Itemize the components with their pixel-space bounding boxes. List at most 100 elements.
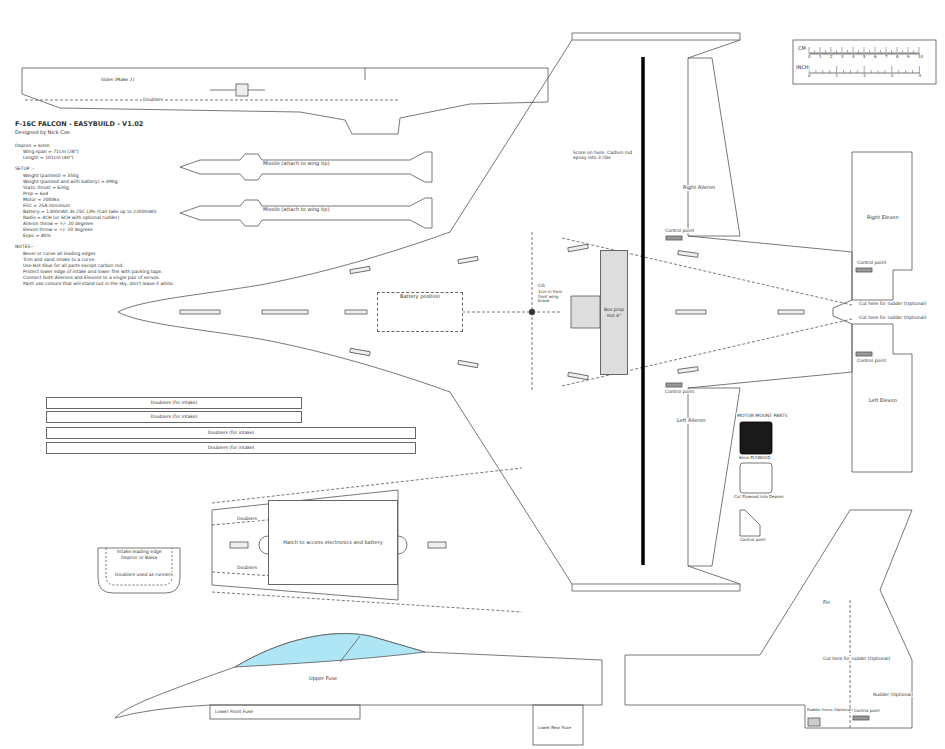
ruler-number: 6 [873,55,878,60]
ruler-tick [906,52,907,54]
part-label: Left Elevon [868,398,898,404]
ruler-tick [855,52,856,54]
part-label: MOTOR MOUNT PARTS [736,413,788,418]
ruler-number: 10 [917,55,924,60]
ruler-number: 0 [807,55,812,60]
ruler-tick [812,52,813,54]
lower-front-fuse [210,705,360,719]
ruler-tick [909,52,910,54]
part-label: CG [537,283,546,288]
ruler-tick [831,47,832,54]
part-text: Hatch to access electronics and battery [281,539,384,547]
ruler-number: 3 [840,55,845,60]
part-label: Control point [853,709,881,714]
missile-part [180,152,432,182]
prop-slot-tab [571,296,600,328]
ruler-tick [902,50,903,54]
upper-fuse [115,634,602,718]
doubler-strip: Doublers (for intake) [46,411,302,423]
ruler-tick [854,52,855,54]
part-label: Intake leading edge [116,549,163,554]
left-elevon [852,324,912,472]
ruler-tick [904,52,905,54]
plan-title: F-16C FALCON - EASYBUILD - V1.02 [14,121,144,128]
ruler-tick [898,52,899,54]
ruler-tick [846,52,847,54]
carbon-rod [641,57,645,565]
ruler-tick [843,52,844,54]
ruler-tick [853,47,854,54]
part-label: Fin [822,600,831,606]
ruler-number: 4 [851,55,856,60]
part-label: 6mm PLYWOOD [738,456,772,461]
ruler-ticks [809,47,919,73]
ruler-tick [899,52,900,54]
doubler-strip: Doublers (for intake) [46,442,416,454]
spec-line: SETUP :- [14,166,35,171]
rudder-horn [808,718,820,726]
ruler-tick [916,52,917,54]
ruler-tick [878,70,879,73]
part-label: Cut here for rudder (Optional) [858,315,927,320]
ruler-tick [912,52,913,54]
ruler-tick [814,50,815,54]
ruler-number: 0 [807,74,812,79]
ruler-number: 4 [917,74,922,79]
ruler-tick [809,47,810,54]
ruler-tick [900,52,901,54]
spec-line: Designed by Nick Coe [14,130,71,136]
part-label: Control point [664,389,695,394]
ruler-tick [826,52,827,54]
ruler-tick [860,52,861,54]
note-line: Trim and sand intake to a curve. [22,257,97,262]
ruler-frame [793,40,936,84]
ruler-tick [821,52,822,54]
ruler-number: 7 [884,55,889,60]
part-text: Doublers (for intake) [206,429,257,436]
part-label: Score on here. Carbon rod epoxy into 3 r… [572,150,640,160]
ruler-tick [850,70,851,73]
right-elevon [852,152,912,300]
part-label: Lower Front Fuse [214,709,254,714]
part-label: Missile (attach to wing tip) [262,207,330,213]
ruler-tick [857,52,858,54]
part-label: Cut here for rudder (Optional) [858,301,927,306]
ruler-tick [827,52,828,54]
ruler-tick [864,66,865,73]
part-label: Cut Plywood into Depron [733,495,785,500]
ruler-tick [884,70,885,73]
part-text: Box prop slot 6" [601,306,627,318]
ruler-tick [917,52,918,54]
ruler-tick [901,52,902,54]
ruler-tick [897,47,898,54]
ruler-tick [891,66,892,73]
slot [230,542,248,548]
ruler-tick [879,52,880,54]
ruler-tick [861,52,862,54]
ruler-tick [865,52,866,54]
ruler-tick [856,52,857,54]
ruler-tick [870,52,871,54]
ruler-tick [839,52,840,54]
part-text: Battery position [398,293,442,301]
ruler-tick [914,52,915,54]
ruler-number: 9 [906,55,911,60]
canopy-frame [340,636,360,662]
right-aileron-outline [688,58,740,236]
part-label: Doublers [142,97,164,102]
canopy [235,634,425,667]
part-text: Doublers (for intake) [149,399,200,406]
note-line: Connect both Ailerons and Elevons to a s… [22,275,161,280]
part-label: Lower Rear Fuse [537,726,572,731]
plywood-mount [740,422,772,454]
ruler-tick [850,52,851,54]
battery-box: Battery position [377,292,463,332]
ruler-tick [829,70,830,73]
ruler-number: 5 [862,55,867,60]
ruler-tick [911,52,912,54]
ruler-tick [868,52,869,54]
cg-mark [529,309,535,315]
doubler-strip: Doublers (for intake) [46,427,416,439]
ruler-tick [919,47,920,54]
